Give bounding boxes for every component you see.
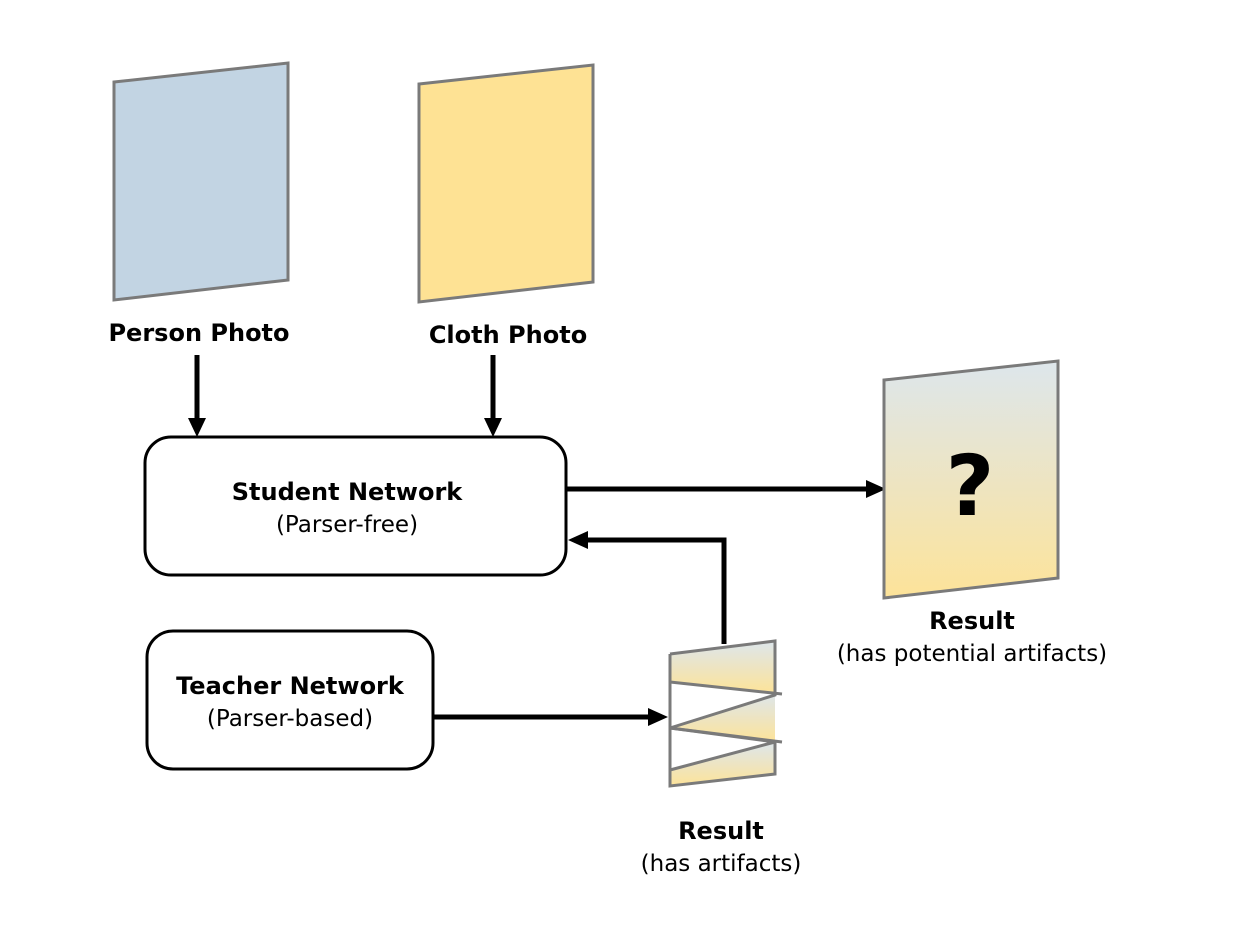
- student-result-subtitle: (has potential artifacts): [837, 641, 1107, 667]
- teacher-network-title: Teacher Network: [176, 672, 405, 700]
- student-result-panel: [882, 359, 1060, 600]
- arrowhead-teacher-to-result: [648, 708, 668, 726]
- cloth-photo-label: Cloth Photo: [429, 321, 587, 349]
- student-network-box: [143, 435, 568, 577]
- arrowhead-person-to-student: [188, 418, 206, 437]
- teacher-network-box: [145, 629, 435, 771]
- teacher-result-panel: [668, 639, 783, 788]
- student-network-title: Student Network: [232, 478, 464, 506]
- teacher-result-title: Result: [678, 817, 764, 845]
- teacher-result-strip-top: [670, 641, 775, 693]
- arrow-teacher-result-to-student: [586, 537, 727, 644]
- person-photo-label: Person Photo: [108, 319, 289, 347]
- person-photo-panel: [112, 61, 290, 302]
- arrowhead-teacher-result-to-student: [568, 531, 588, 549]
- teacher-result-tear-2: [669, 726, 783, 744]
- teacher-result-tear-1: [669, 680, 783, 696]
- teacher-network-subtitle: (Parser-based): [207, 706, 373, 732]
- teacher-result-subtitle: (has artifacts): [641, 851, 802, 877]
- student-network-subtitle: (Parser-free): [276, 512, 418, 538]
- question-mark-symbol: ?: [946, 437, 995, 535]
- teacher-result-strip-mid: [670, 693, 775, 742]
- student-result-title: Result: [929, 607, 1015, 635]
- arrowhead-cloth-to-student: [484, 418, 502, 437]
- teacher-result-strip-bottom: [670, 742, 775, 786]
- arrowhead-student-to-result: [866, 480, 886, 498]
- teacher-result-tear-3: [669, 740, 776, 772]
- cloth-photo-panel: [417, 63, 595, 304]
